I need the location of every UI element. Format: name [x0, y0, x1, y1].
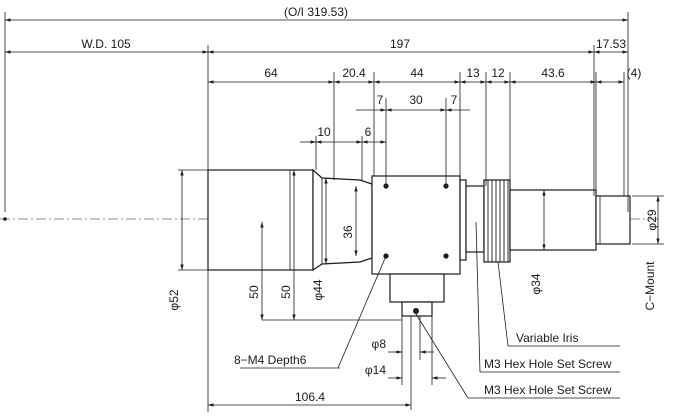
- extension-lines: [4, 12, 664, 412]
- mount-holes-callout: 8−M4 Depth6: [234, 353, 307, 367]
- lens-body: [207, 168, 631, 317]
- leader-lines: [240, 221, 620, 399]
- dim-43-6-label: 43.6: [541, 66, 565, 80]
- total-length-label: (O/I 319.53): [284, 5, 348, 19]
- set-screw-callout-1: M3 Hex Hole Set Screw: [484, 357, 612, 371]
- dim-13-label: 13: [466, 66, 480, 80]
- lens-length-label: 197: [390, 37, 410, 51]
- dim-10-label: 10: [317, 125, 331, 139]
- dia-34-label: φ34: [529, 273, 543, 294]
- callout-labels: 8−M4 Depth6 Variable Iris M3 Hex Hole Se…: [234, 261, 657, 397]
- set-screw-hole: [413, 308, 419, 314]
- dim-7-left-label: 7: [377, 93, 384, 107]
- dim-7-right-label: 7: [451, 93, 458, 107]
- mount-hole: [443, 253, 449, 259]
- dim-44-label: 44: [410, 66, 424, 80]
- dim-36-label: 36: [341, 225, 355, 239]
- dia-52-label: φ52: [167, 289, 181, 310]
- bottom-port: [389, 273, 445, 303]
- iris-flange: [465, 185, 485, 253]
- set-screw-callout-2: M3 Hex Hole Set Screw: [484, 383, 612, 397]
- dim-106-4-label: 106.4: [295, 390, 325, 404]
- dia-29-label: φ29: [645, 209, 659, 230]
- dia-8-label: φ8: [372, 337, 387, 351]
- dim-20-4-label: 20.4: [342, 66, 366, 80]
- dimension-lines: [5, 18, 660, 407]
- flange-back-label: 17.53: [596, 37, 626, 51]
- dia-14-label: φ14: [365, 363, 386, 377]
- dim-12-label: 12: [491, 66, 505, 80]
- iris-knurl: [487, 180, 509, 262]
- dim-50-outer-label: 50: [247, 285, 261, 299]
- rear-barrel: [509, 189, 597, 251]
- front-barrel-label: 64: [264, 66, 278, 80]
- dim-6-label: 6: [365, 125, 372, 139]
- working-distance-label: W.D. 105: [81, 37, 131, 51]
- front-barrel: [207, 169, 314, 271]
- dim-30-label: 30: [409, 93, 423, 107]
- object-point: [3, 217, 7, 221]
- c-mount-thread: [595, 195, 631, 245]
- dim-4-label: (4): [627, 66, 642, 80]
- prism-block: [371, 175, 461, 275]
- c-mount-callout: C−Mount: [643, 261, 657, 311]
- dimension-labels: (O/I 319.53) W.D. 105 197 17.53 64 20.4 …: [81, 5, 659, 404]
- mount-rim: [459, 179, 467, 261]
- dia-44-label: φ44: [311, 279, 325, 300]
- variable-iris-callout: Variable Iris: [516, 331, 578, 345]
- dim-50-inner-label: 50: [279, 285, 293, 299]
